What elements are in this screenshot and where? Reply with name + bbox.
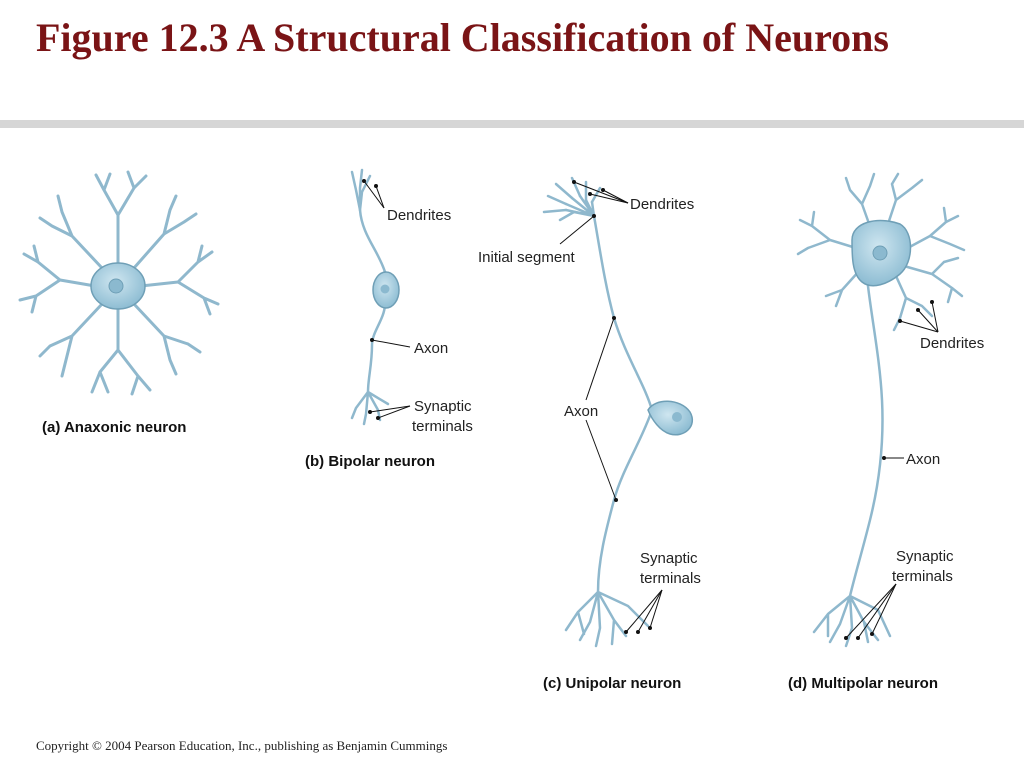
slide-title: Figure 12.3 A Structural Classification … <box>36 15 889 60</box>
label-d-dendrites: Dendrites <box>920 335 984 352</box>
label-b-terminals-1: Synaptic <box>414 398 472 415</box>
copyright-footer: Copyright © 2004 Pearson Education, Inc.… <box>36 738 448 753</box>
label-c-terminals-1: Synaptic <box>640 550 698 567</box>
label-c-initial-segment: Initial segment <box>478 249 576 266</box>
multipolar-neuron <box>796 172 966 648</box>
label-d-axon: Axon <box>906 451 940 468</box>
anaxonic-neuron <box>18 170 220 396</box>
caption-bipolar: (b) Bipolar neuron <box>305 453 435 470</box>
label-d-terminals-2: terminals <box>892 568 953 585</box>
bipolar-leaders <box>362 179 411 420</box>
label-c-terminals-2: terminals <box>640 570 701 587</box>
multipolar-leaders <box>844 300 939 640</box>
caption-multipolar: (d) Multipolar neuron <box>788 675 938 692</box>
caption-anaxonic: (a) Anaxonic neuron <box>42 419 186 436</box>
caption-unipolar: (c) Unipolar neuron <box>543 675 681 692</box>
label-b-terminals-2: terminals <box>412 418 473 435</box>
label-b-axon: Axon <box>414 340 448 357</box>
label-d-terminals-1: Synaptic <box>896 548 954 565</box>
bipolar-neuron <box>350 168 400 426</box>
title-divider <box>0 120 1024 128</box>
unipolar-leaders <box>559 180 663 634</box>
label-c-axon: Axon <box>564 403 598 420</box>
label-b-dendrites: Dendrites <box>387 207 451 224</box>
label-c-dendrites: Dendrites <box>630 196 694 213</box>
